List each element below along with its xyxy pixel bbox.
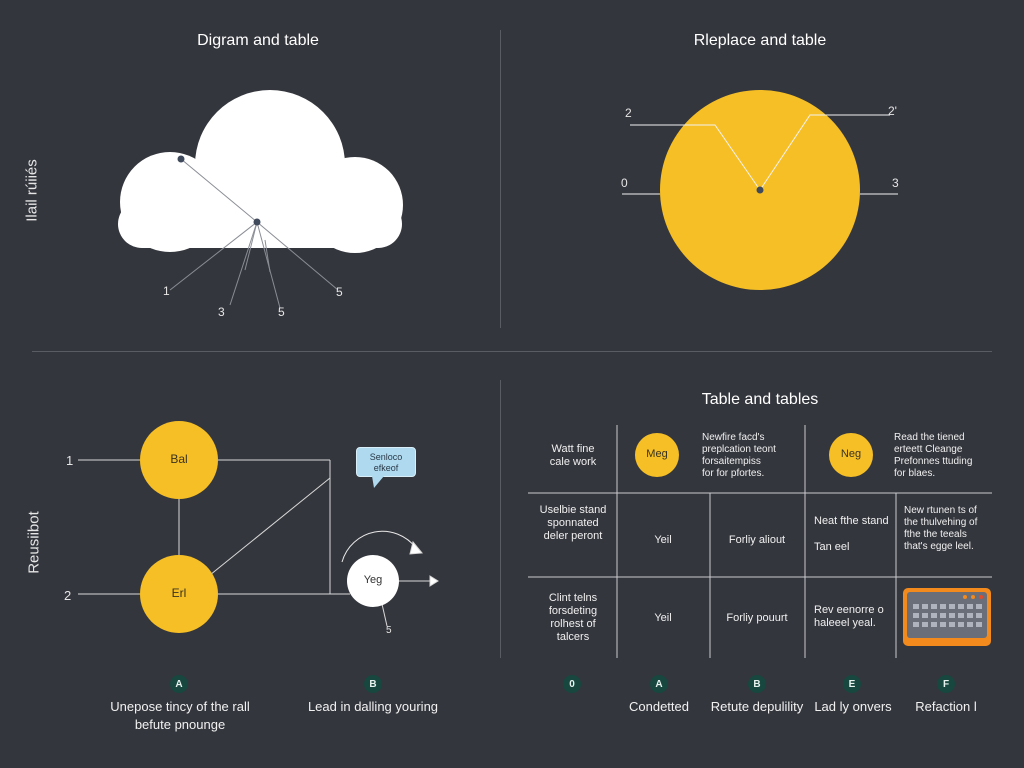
footer-badge-e: E xyxy=(843,675,861,693)
flow-lines xyxy=(78,459,439,627)
cloud-label-5b: 5 xyxy=(336,285,343,299)
horizontal-divider xyxy=(32,351,992,352)
table-header-badge-2 xyxy=(829,433,873,477)
table-header-badge-1-label: Meg xyxy=(646,448,668,460)
flow-node-top xyxy=(140,421,218,499)
cloud-diagram xyxy=(118,90,403,309)
footer-badge-b-left: B xyxy=(364,675,382,693)
circle-label-2: 2 xyxy=(625,106,632,120)
footer-badge-0: 0 xyxy=(563,675,581,693)
flow-node-top-label: Bal xyxy=(170,452,188,466)
footer-caption-b-left: Lead in dalling youring xyxy=(307,699,439,714)
table-r1-c1: Uselbie stand sponnated deler peront xyxy=(539,504,607,542)
flow-row-1: 1 xyxy=(66,453,74,468)
speech-bubble: Senloco efkeof xyxy=(356,447,416,477)
cloud-node-upper xyxy=(177,155,185,163)
footer-caption-a-right: Condetted xyxy=(629,699,689,714)
footer-caption-b-right: Retute depulility xyxy=(710,699,804,714)
footer-badge-a-left: A xyxy=(170,675,188,693)
cloud-shape xyxy=(118,90,403,253)
speech-bubble-tail xyxy=(372,476,384,488)
cloud-node-center xyxy=(253,218,261,226)
vertical-divider-bottom xyxy=(500,380,501,658)
table-header-col5: Read the tiened erteett Cleange Prefonne… xyxy=(894,432,973,479)
flow-small-node xyxy=(347,555,399,607)
flow-diagram xyxy=(78,421,439,633)
table-r2-c3: Forliy pouurt xyxy=(726,612,788,624)
table-title: Table and tables xyxy=(701,391,819,408)
circle-diagram-title: Rleplace and table xyxy=(693,32,827,49)
cloud-side-label: Ilail rúiiés xyxy=(23,159,41,222)
flow-side-label: Reusiibot xyxy=(25,511,43,574)
cloud-diagram-title: Digram and table xyxy=(197,32,319,49)
table-header-col1: Watt fine cale work xyxy=(549,443,597,468)
footer-badge-b-right: B xyxy=(748,675,766,693)
table-grid xyxy=(528,425,992,658)
footer-caption-f: Refaction l xyxy=(915,699,977,714)
flow-small-node-label: Yeg xyxy=(363,574,383,586)
flow-small-node-number: 5 xyxy=(386,625,392,636)
table-header-badge-2-label: Neg xyxy=(840,448,862,460)
footer-badge-f: F xyxy=(937,675,955,693)
cloud-label-5a: 5 xyxy=(278,305,285,319)
cloud-label-3: 3 xyxy=(218,305,225,319)
footer-caption-a-left: Unepose tincy of the rall befute pnounge xyxy=(110,699,250,732)
circle-diagram xyxy=(622,90,898,290)
footer-badge-a-right: A xyxy=(650,675,668,693)
circle-label-3: 3 xyxy=(892,176,899,190)
table-r1-c5: New rtunen ts of the thulvehing of fthe … xyxy=(904,505,978,552)
table-r1-c3: Forliy aliout xyxy=(728,534,786,546)
circle-connector-lines xyxy=(622,114,898,195)
table-header-badge-1 xyxy=(635,433,679,477)
table-r2-c1: Clint telns forsdeting rolhest of talcer… xyxy=(548,592,598,643)
table-r1-c2: Yeil xyxy=(654,534,672,546)
flow-node-bottom-label: Erl xyxy=(171,586,187,600)
table-header-col3: Newfire facd's preplcation teont forsait… xyxy=(702,432,776,479)
table-r2-c4: Rev eenorre o haleeel yeal. xyxy=(814,604,884,629)
circle-center-node xyxy=(756,186,764,194)
table-r1-c4: Neat fthe stand Tan eel xyxy=(814,515,889,553)
keypad-card-icon xyxy=(903,588,991,646)
table-r2-c2: Yeil xyxy=(654,612,672,624)
footer-caption-e: Lad ly onvers xyxy=(814,699,892,714)
circle-label-2prime: 2' xyxy=(888,104,897,118)
vertical-divider-top xyxy=(500,30,501,328)
flow-node-bottom xyxy=(140,555,218,633)
cloud-connector-lines xyxy=(169,158,339,309)
cloud-label-1: 1 xyxy=(163,284,170,298)
circle-label-0: 0 xyxy=(621,176,628,190)
flow-row-2: 2 xyxy=(64,588,72,603)
